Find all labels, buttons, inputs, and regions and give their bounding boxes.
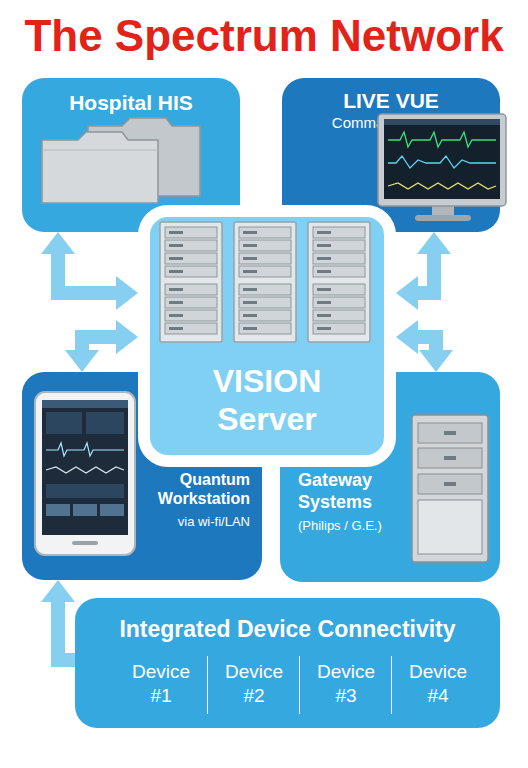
device-band: Integrated Device ConnectivityDevice #1 D…: [75, 598, 500, 728]
server-label: VISION Server: [177, 362, 357, 439]
arrow-head: [417, 232, 451, 254]
box-subheading: Command Center: [282, 114, 500, 132]
connector-line: [82, 337, 118, 352]
arrow-head: [419, 350, 453, 372]
device-label: Device #1: [126, 660, 196, 708]
arrow-head: [396, 276, 418, 310]
connector-arrow: [41, 580, 75, 660]
arrow-head: [116, 276, 138, 310]
box-subheading: (Philips / G.E.): [298, 518, 423, 534]
connector-line: [58, 252, 118, 293]
device-cell: Device #1: [115, 656, 207, 714]
connector-arrow: [65, 320, 138, 372]
device-cell: Device #3: [299, 656, 391, 714]
connector-line: [416, 252, 434, 293]
box-subheading: via wi-fi/LAN: [122, 514, 250, 530]
device-cell: Device #2: [207, 656, 299, 714]
device-label: Device #3: [311, 660, 381, 708]
connector-line: [58, 600, 75, 660]
connector-arrow: [41, 232, 138, 310]
arrow-head: [65, 350, 99, 372]
box-heading: Gateway Systems: [298, 470, 410, 513]
connector-arrow: [396, 320, 453, 372]
arrow-head: [41, 232, 75, 254]
server-box: VISION Server: [138, 205, 396, 467]
arrow-head: [116, 320, 138, 354]
box-heading: Quantum Workstation: [132, 470, 250, 508]
arrow-head: [41, 580, 75, 602]
band-heading: Integrated Device Connectivity: [75, 616, 500, 644]
device-label: Device #4: [403, 660, 473, 708]
box-heading: Hospital HIS: [22, 90, 240, 115]
connector-arrow: [396, 232, 451, 310]
connector-line: [416, 337, 436, 352]
box-heading: LIVE VUE: [282, 88, 500, 113]
arrow-head: [396, 320, 418, 354]
device-cell: Device #4: [391, 656, 483, 714]
title-text: The Spectrum Network: [0, 10, 528, 63]
device-label: Device #2: [219, 660, 289, 708]
